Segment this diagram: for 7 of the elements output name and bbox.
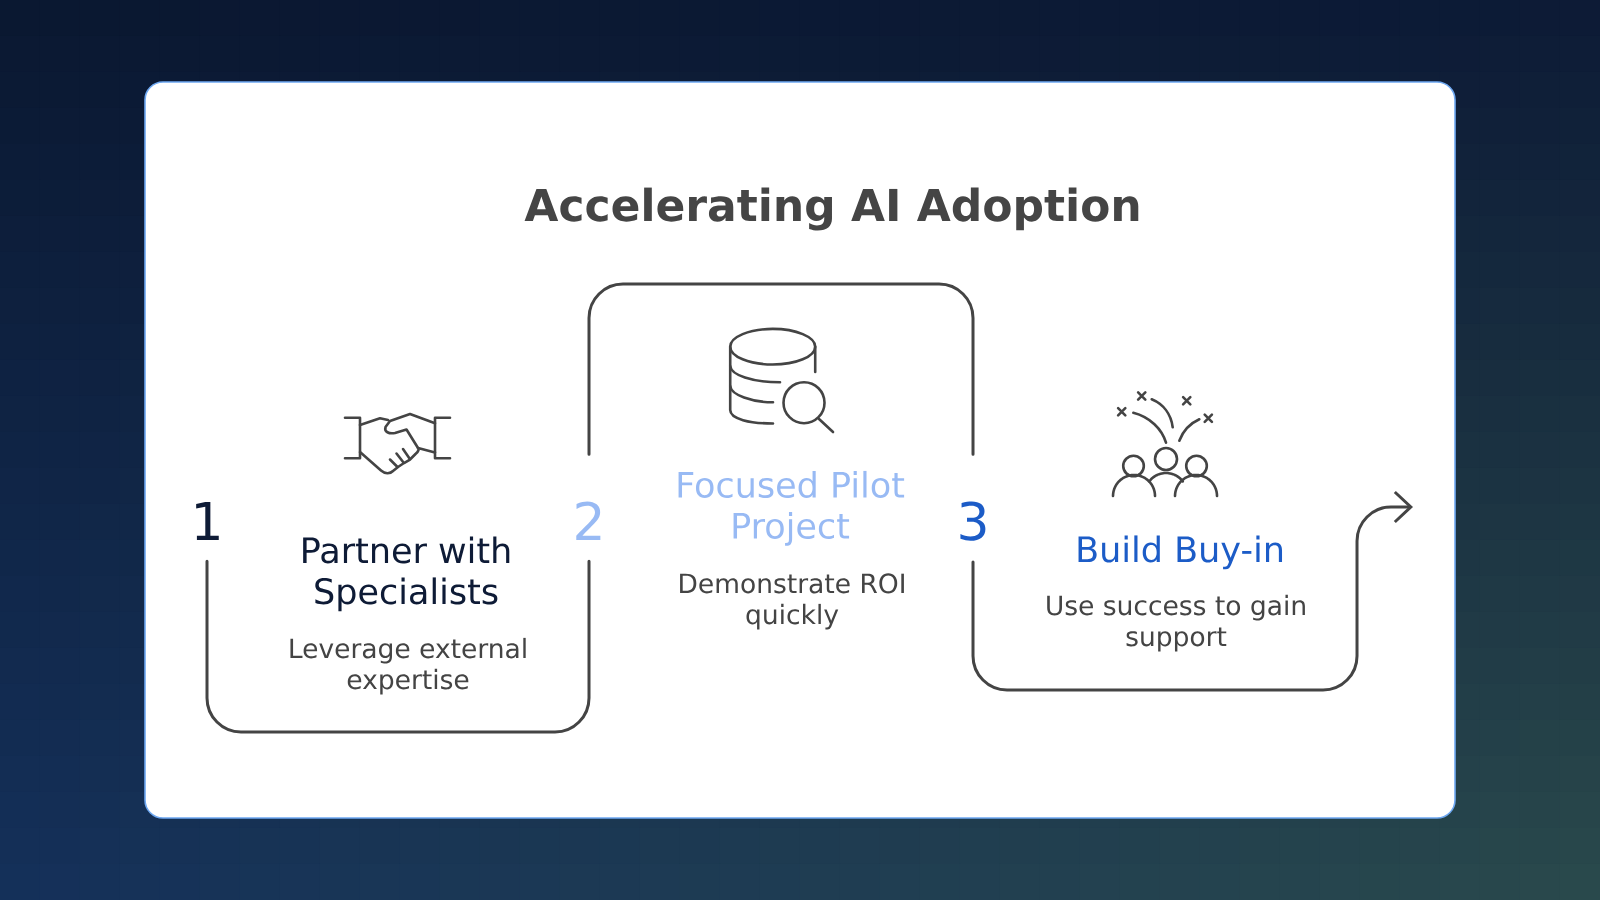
title: Accelerating AI Adoption — [524, 187, 1139, 231]
step-description: Use success to gain support — [1047, 594, 1305, 652]
step-title: Focused Pilot Project — [678, 470, 905, 546]
step-title: Build Buy-in — [1078, 535, 1282, 570]
step-title: Partner with Specialists — [303, 536, 510, 612]
step-description: Demonstrate ROI quickly — [680, 573, 904, 630]
step-description: Leverage external expertise — [290, 637, 526, 695]
